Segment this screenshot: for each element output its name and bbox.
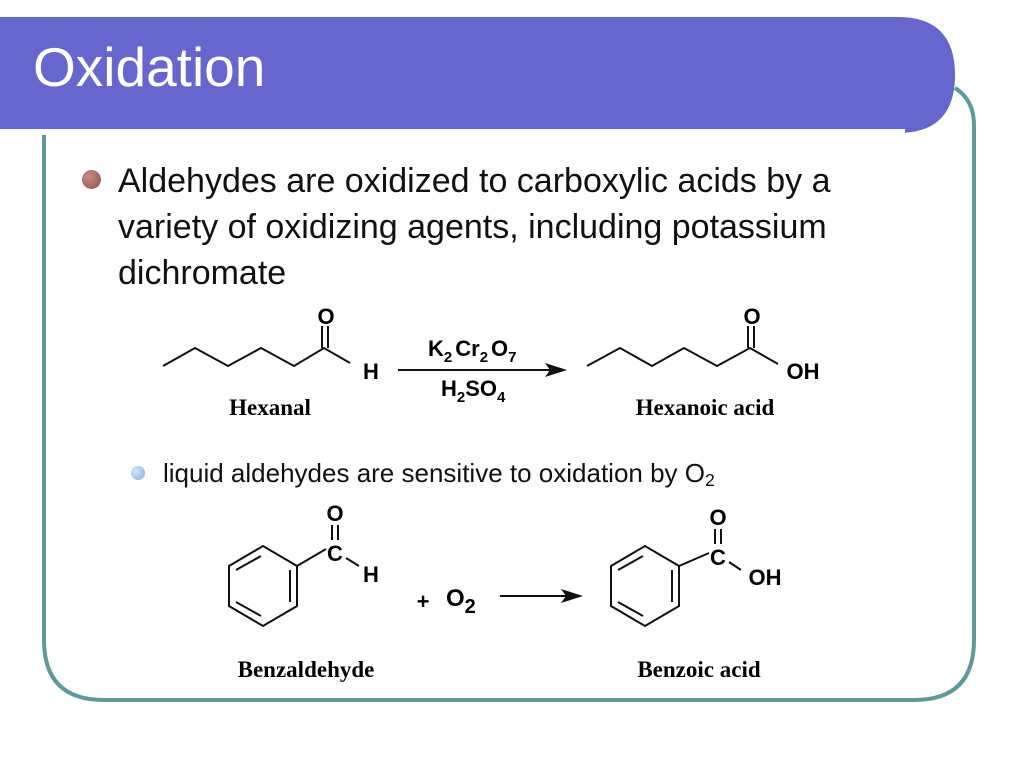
hexanoic-oxygen: O: [743, 304, 760, 329]
plus-sign: +: [417, 589, 430, 614]
benzoic-oxygen: O: [709, 505, 726, 530]
benzaldehyde-carbon: C: [327, 541, 343, 566]
sub-bullet-text: liquid aldehydes are sensitive to oxidat…: [163, 456, 715, 490]
bullet-dot: [82, 170, 101, 189]
benzaldehyde-ring: [228, 544, 298, 628]
reaction-arrow-2-head: [561, 589, 583, 603]
sub-bullet-main: liquid aldehydes are sensitive to oxidat…: [163, 458, 705, 488]
benzoic-label: Benzoic acid: [637, 657, 760, 682]
reagent-sulfuric-acid: H2SO4: [441, 376, 506, 406]
slide-title: Oxidation: [33, 36, 266, 98]
bullet-text: Aldehydes are oxidized to carboxylic aci…: [118, 162, 831, 292]
sub-bullet-subscript: 2: [705, 469, 715, 490]
title-bar: [0, 17, 955, 133]
sub-bullet-dot: [131, 466, 145, 480]
benzaldehyde-oxygen: O: [326, 501, 343, 526]
hexanal-oxygen: O: [317, 304, 334, 329]
hexanoic-chain: [586, 346, 779, 368]
benzaldehyde-hydrogen: H: [363, 562, 379, 587]
benzoic-hydroxyl: OH: [749, 565, 782, 590]
hexanoic-label: Hexanoic acid: [636, 395, 775, 420]
hexanal-label: Hexanal: [229, 395, 311, 420]
benzoic-ring: [610, 544, 680, 628]
benzaldehyde-label: Benzaldehyde: [238, 657, 375, 682]
reaction-arrow-1-head: [545, 363, 567, 377]
benzoic-carbon: C: [710, 545, 726, 570]
hexanoic-hydroxyl: OH: [787, 359, 820, 384]
hexanal-hydrogen: H: [363, 359, 379, 384]
hexanal-chain: [162, 346, 351, 368]
oxygen-reagent: O2: [446, 585, 476, 618]
